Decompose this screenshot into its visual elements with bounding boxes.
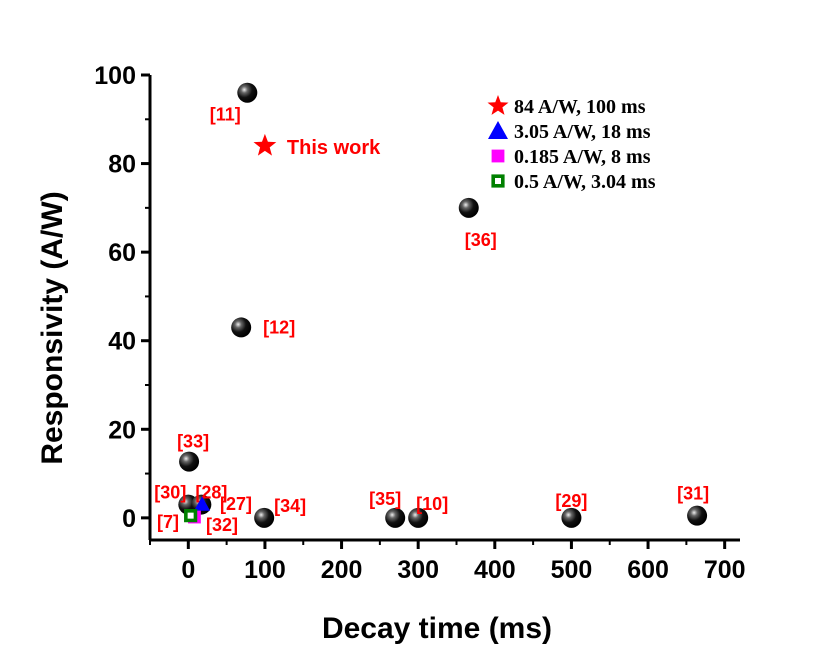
this-work-annotation: This work [287,137,381,159]
literature-point [408,507,429,528]
x-tick-label: 200 [321,556,363,584]
y-tick-label: 0 [122,505,136,533]
y-tick-label: 100 [94,62,136,90]
x-tick-label: 700 [704,556,746,584]
reference-label: [32] [206,515,238,535]
reference-label: [36] [465,230,497,250]
x-tick-label: 300 [397,556,439,584]
y-tick-label: 60 [108,239,136,267]
literature-point [385,507,406,528]
legend-entry: 0.185 A/W, 8 ms [514,146,651,168]
legend-marker-star [487,95,509,115]
reference-label: [34] [274,496,306,516]
literature-point [231,317,252,338]
legend-marker-triangle [488,121,508,139]
reference-label: [27] [220,494,252,514]
reference-label: [7] [157,512,179,532]
reference-label: [28] [195,483,227,503]
reference-label: [35] [369,489,401,509]
x-tick-label: 600 [627,556,669,584]
y-tick-label: 20 [108,416,136,444]
x-tick-label: 400 [474,556,516,584]
literature-point [179,451,200,472]
reference-label: [10] [416,494,448,514]
legend-marker-open-square [491,174,505,188]
reference-label: [12] [263,317,295,337]
literature-point [458,197,479,218]
data-point-open-square [184,509,198,523]
x-tick-label: 500 [551,556,593,584]
x-axis-label: Decay time (ms) [322,612,552,645]
reference-label: [30] [154,483,186,503]
data-point-triangle [194,496,211,511]
legend-entry: 3.05 A/W, 18 ms [514,121,651,143]
y-tick-label: 40 [108,328,136,356]
x-tick-label: 100 [244,556,286,584]
literature-point [561,507,582,528]
reference-label: [11] [210,105,241,125]
legend-entry: 84 A/W, 100 ms [514,96,646,118]
x-tick-label: 0 [181,556,195,584]
literature-point [237,82,258,103]
reference-label: [29] [555,491,587,511]
legend-marker-square [491,149,505,163]
y-axis-label: Responsivity (A/W) [36,191,69,464]
legend-entry: 0.5 A/W, 3.04 ms [514,171,656,193]
data-point-star [253,133,277,156]
y-tick-label: 80 [108,151,136,179]
literature-point [254,507,275,528]
reference-label: [31] [677,484,709,504]
reference-label: [33] [177,432,209,452]
literature-point [687,505,708,526]
